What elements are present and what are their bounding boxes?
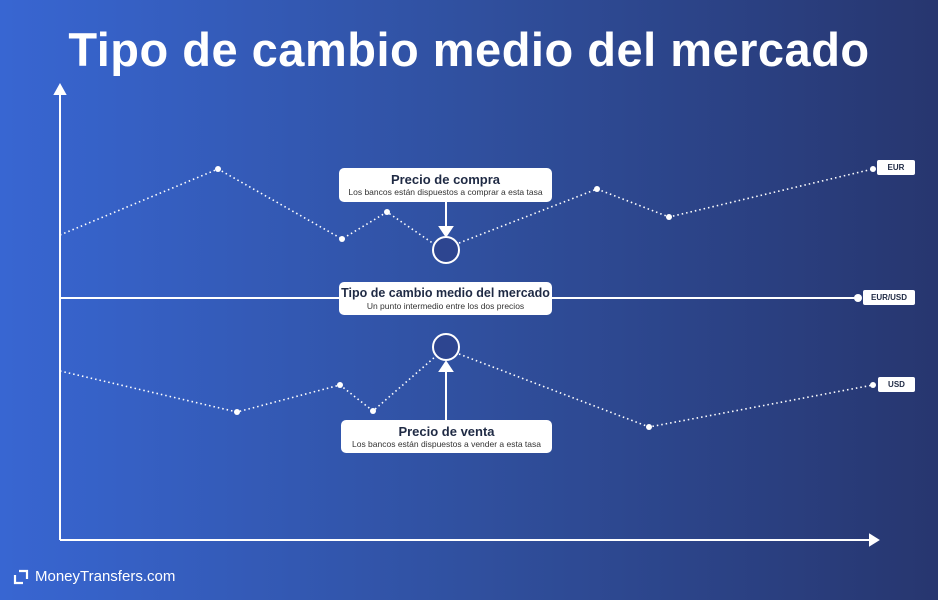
sell-price-heading: Precio de venta <box>398 424 495 439</box>
sell-price-marker <box>432 333 460 361</box>
buy-price-description: Los bancos están dispuestos a comprar a … <box>348 187 543 197</box>
buy-price-marker <box>432 236 460 264</box>
mid-rate-description: Un punto intermedio entre los dos precio… <box>366 301 525 311</box>
eur-label: EUR <box>877 160 915 175</box>
sell-price-description: Los bancos están dispuestos a vender a e… <box>351 439 541 449</box>
mid-rate-heading: Tipo de cambio medio del mercado <box>341 286 550 300</box>
brand-name: MoneyTransfers.com <box>35 568 176 585</box>
y-axis-arrow <box>53 82 67 95</box>
page-title: Tipo de cambio medio del mercado <box>68 23 870 76</box>
buy-price-heading: Precio de compra <box>390 172 501 187</box>
eur-usd-label: EUR/USD <box>863 290 915 305</box>
brand-logo: MoneyTransfers.com <box>13 568 175 585</box>
usd-label: USD <box>878 377 915 392</box>
usd-line-b <box>458 353 874 428</box>
buy-price-callout: Precio de compra Los bancos están dispue… <box>339 168 552 202</box>
x-axis-arrow <box>869 533 880 547</box>
usd-line-a <box>59 355 437 413</box>
logo-icon <box>13 569 29 584</box>
mid-rate-callout: Tipo de cambio medio del mercado Un punt… <box>339 282 552 315</box>
data-points <box>215 166 876 430</box>
sell-price-callout: Precio de venta Los bancos están dispues… <box>341 420 552 453</box>
